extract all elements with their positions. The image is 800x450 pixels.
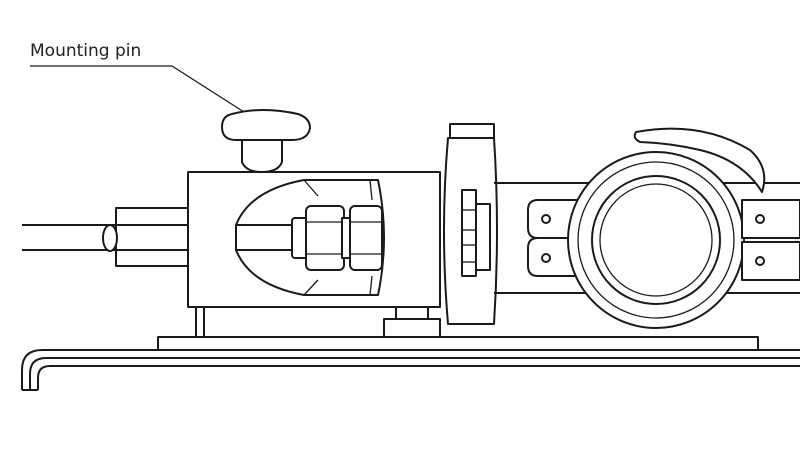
lever-arm	[633, 127, 766, 193]
right-brackets	[741, 199, 800, 281]
clamp-ring	[443, 123, 498, 325]
feed-tube	[22, 207, 300, 267]
base-plate	[21, 336, 800, 391]
circular-port	[567, 151, 745, 329]
callout-leader-line	[30, 65, 245, 113]
tube-fitting	[291, 205, 383, 271]
mounting-pin	[221, 109, 311, 173]
callout-label-mounting-pin: Mounting pin	[30, 41, 142, 61]
